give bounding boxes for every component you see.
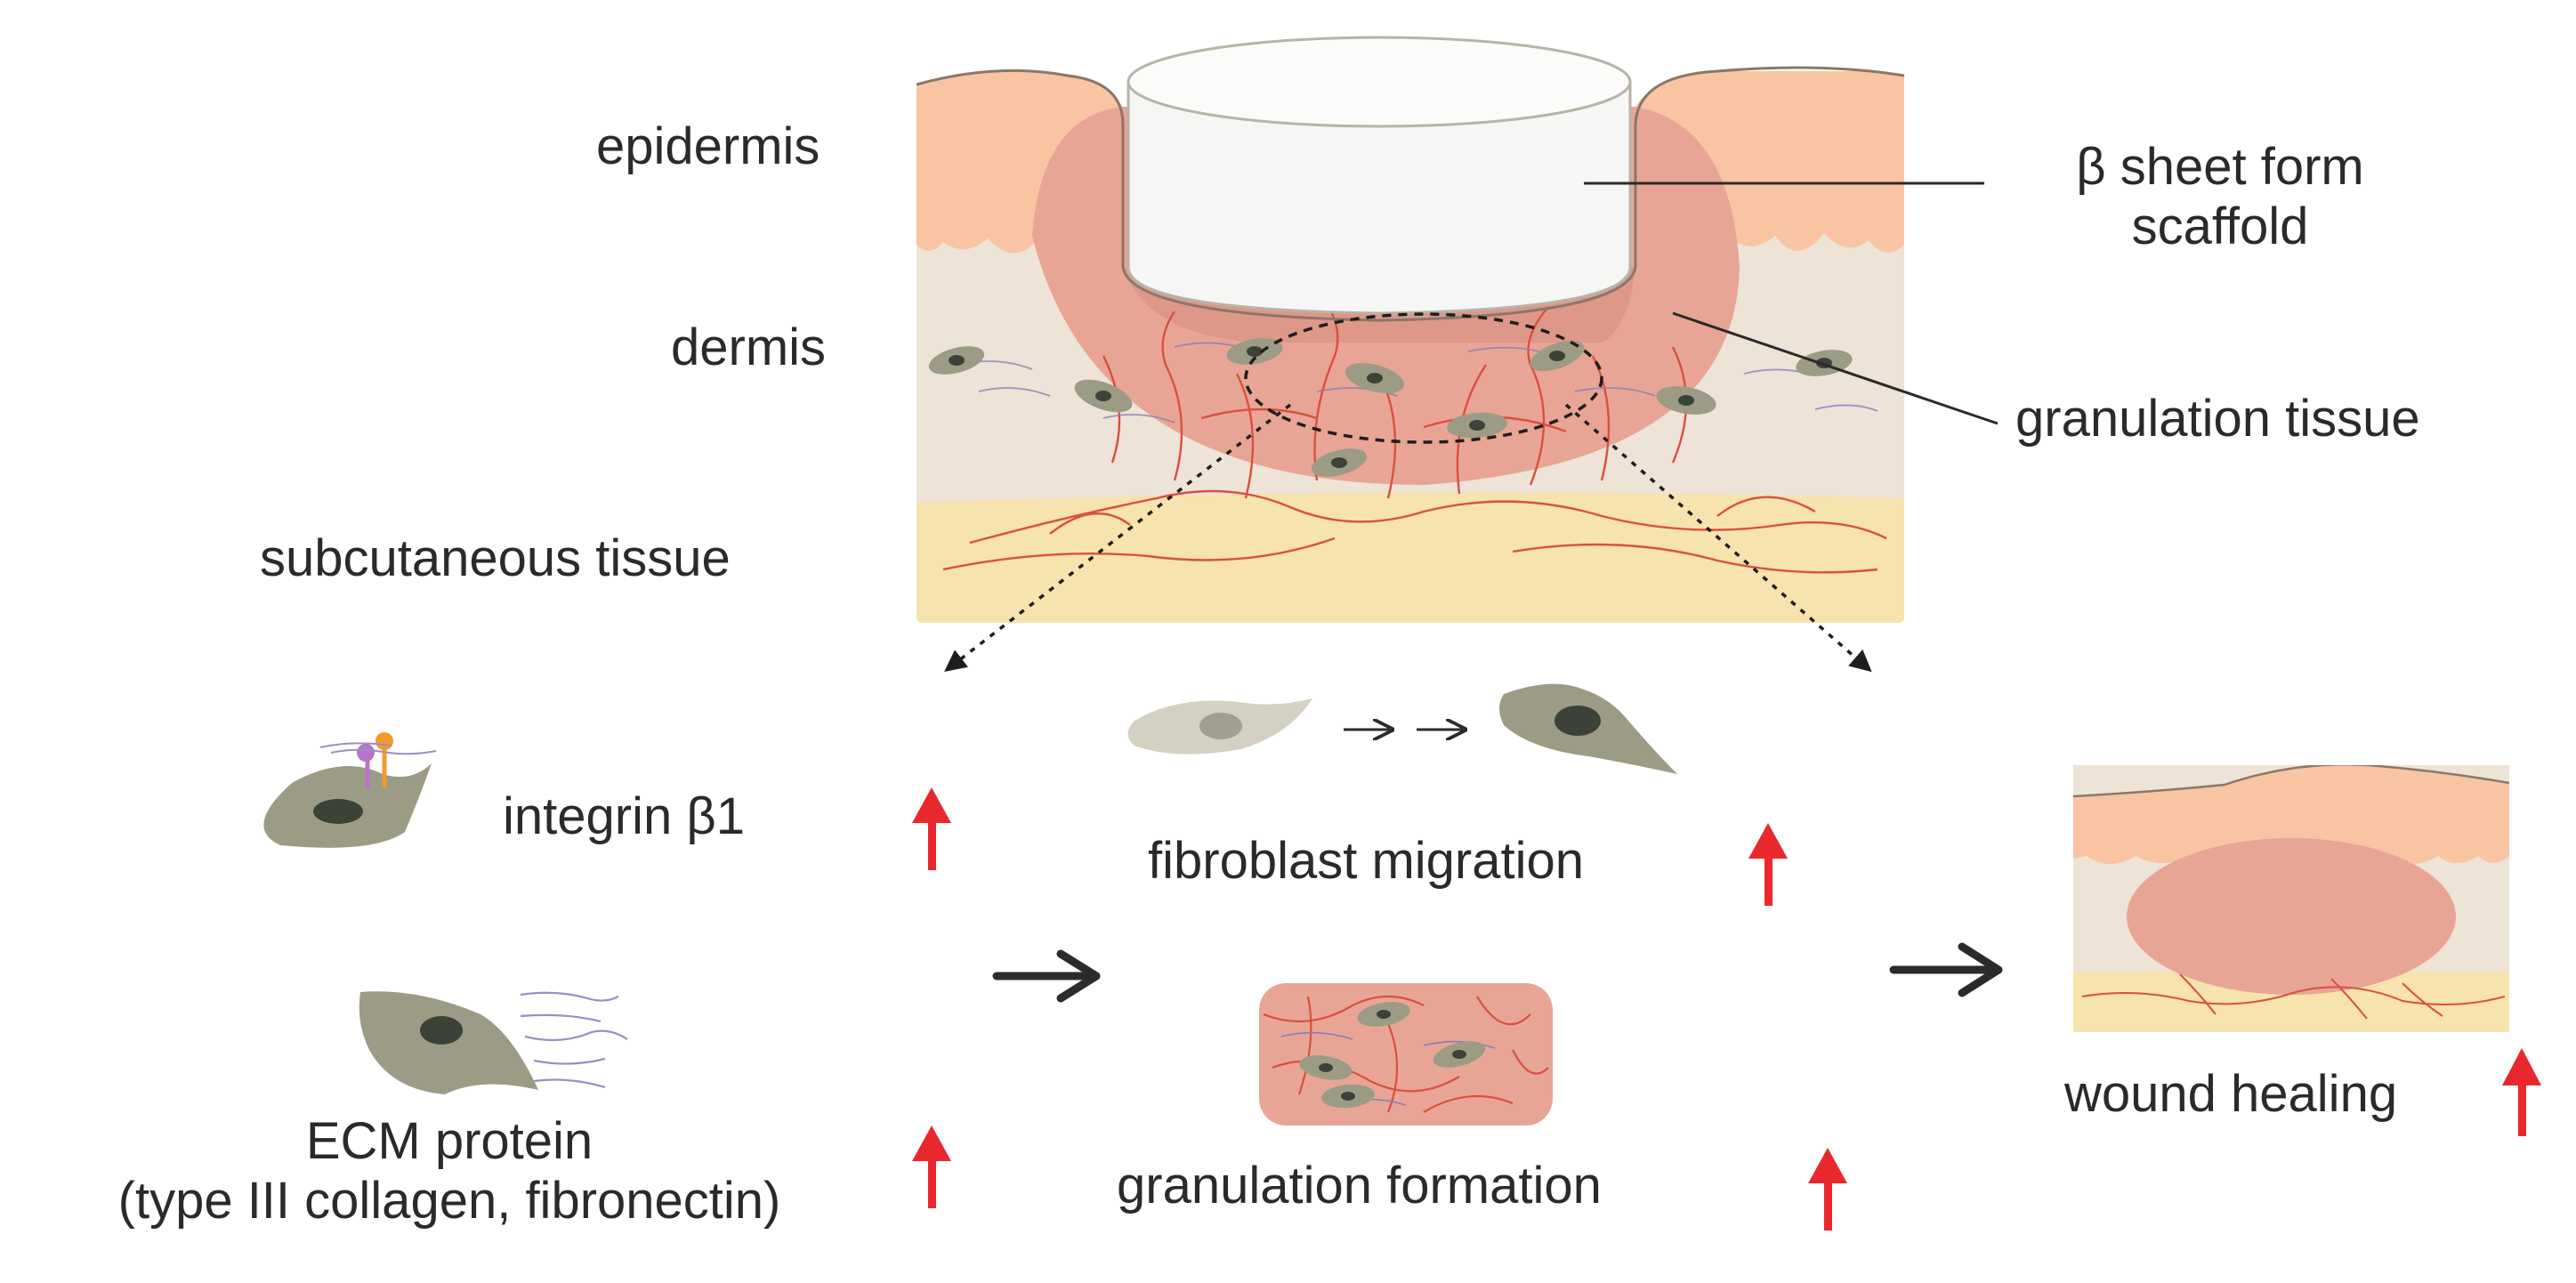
- dotted-arrow-icon: [1564, 403, 1872, 673]
- fibroblast-migration-label: fibroblast migration: [1148, 832, 1584, 890]
- ecm-protein-label: ECM protein (type III collagen, fibronec…: [4, 1112, 894, 1231]
- healed-skin-illustration: [2073, 765, 2509, 1032]
- subcutaneous-tissue-label: subcutaneous tissue: [260, 529, 731, 587]
- integrin-cell-illustration: [263, 732, 437, 848]
- red-up-arrow-icon: [1808, 1148, 1847, 1231]
- red-up-arrow-icon: [2502, 1048, 2541, 1136]
- granulation-formation-illustration: [1259, 983, 1553, 1126]
- scaffold-label-line1: β sheet form: [2076, 138, 2364, 196]
- red-up-arrow-icon: [1748, 823, 1788, 906]
- red-up-arrow-icon: [912, 787, 951, 870]
- black-right-arrow-icon: [992, 949, 1101, 1003]
- granulation-tissue-label: granulation tissue: [2015, 390, 2420, 448]
- ecm-label-line1: ECM protein: [305, 1112, 594, 1170]
- scaffold-cylinder: [1126, 36, 1632, 315]
- dermis-label: dermis: [671, 319, 827, 376]
- scaffold-label: β sheet form scaffold: [2020, 138, 2420, 256]
- integrin-label: integrin β1: [503, 787, 745, 845]
- dotted-arrow-icon: [944, 403, 1292, 672]
- epidermis-label: epidermis: [596, 117, 820, 175]
- fibroblast-migration-illustration: [1127, 683, 1677, 774]
- granulation-leader-line: [1672, 311, 1999, 425]
- granulation-formation-label: granulation formation: [1117, 1157, 1602, 1214]
- black-right-arrow-icon: [1889, 942, 2003, 997]
- fibroblast-cells: [928, 338, 1853, 477]
- wound-healing-label: wound healing: [2064, 1065, 2398, 1123]
- red-up-arrow-icon: [912, 1126, 951, 1208]
- zoom-ellipse: [1244, 312, 1603, 444]
- ecm-label-line2: (type III collagen, fibronectin): [117, 1171, 781, 1230]
- subcutaneous-layer: [917, 480, 1904, 623]
- ecm-cell-illustration: [359, 991, 628, 1094]
- scaffold-label-line2: scaffold: [2131, 197, 2309, 255]
